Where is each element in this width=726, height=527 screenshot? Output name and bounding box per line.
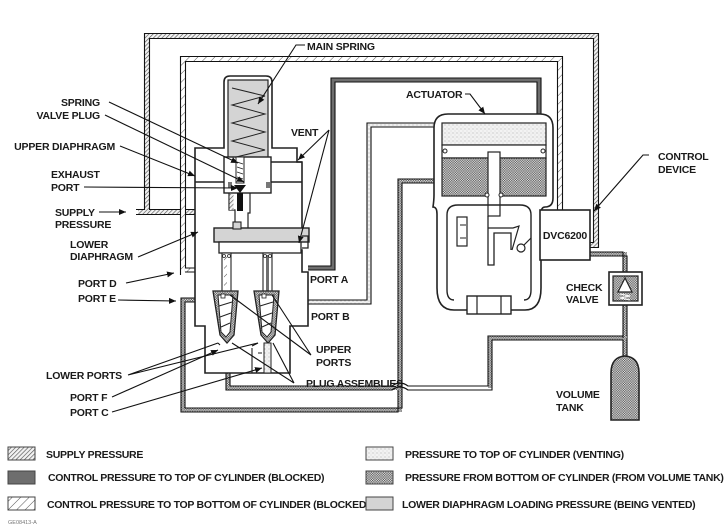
port-d-label: PORT D [78, 278, 117, 290]
port-e-label: PORT E [78, 293, 116, 305]
volume-tank-lines [180, 178, 628, 413]
supply-pressure-label-line1: SUPPLY [55, 207, 95, 219]
dvc6200-label: DVC6200 [543, 230, 587, 242]
check-valve-label-line1: CHECK [566, 282, 603, 294]
lock-up-valve-body [194, 75, 310, 374]
labels: MAIN SPRING SPRING VALVE PLUG UPPER DIAP… [14, 41, 709, 419]
volume-tank [610, 355, 640, 421]
plug-assemblies-label: PLUG ASSEMBLIES [306, 378, 403, 390]
legend-label-venting: PRESSURE TO TOP OF CYLINDER (VENTING) [405, 449, 624, 461]
upper-diaphragm-label: UPPER DIAPHRAGM [14, 141, 115, 153]
legend-swatch-supply [7, 446, 36, 461]
legend-swatch-control-top [7, 470, 36, 485]
legend-swatch-lower-diaphragm [365, 496, 394, 511]
exhaust-port-label-line1: EXHAUST [51, 169, 101, 181]
volume-tank-label-line2: TANK [556, 402, 584, 414]
actuator-label: ACTUATOR [406, 89, 463, 101]
port-a-label: PORT A [310, 274, 349, 286]
exhaust-port-label-line2: PORT [51, 182, 80, 194]
upper-ports-label-line2: PORTS [316, 357, 351, 369]
lower-diaphragm-label-line2: DIAPHRAGM [70, 251, 133, 263]
vent-label: VENT [291, 127, 319, 139]
legend-label-control-bottom: CONTROL PRESSURE TO TOP BOTTOM OF CYLIND… [47, 499, 369, 511]
control-device-label-line1: CONTROL [658, 151, 709, 163]
port-f-label: PORT F [70, 392, 108, 404]
lower-diaphragm-label-line1: LOWER [70, 239, 109, 251]
legend-swatch-volume [365, 470, 394, 485]
main-spring-label: MAIN SPRING [307, 41, 375, 53]
leader-lines [83, 44, 649, 413]
supply-pressure-line [136, 32, 600, 249]
port-b-label: PORT B [311, 311, 350, 323]
figure-code: GE08413-A [8, 520, 37, 526]
lower-ports-label: LOWER PORTS [46, 370, 122, 382]
supply-pressure-label-line2: PRESSURE [55, 219, 111, 231]
venting-line [308, 122, 434, 305]
legend-label-lower-diaphragm: LOWER DIAPHRAGM LOADING PRESSURE (BEING … [402, 499, 695, 511]
upper-ports-label-line1: UPPER [316, 344, 352, 356]
legend-label-volume: PRESSURE FROM BOTTOM OF CYLINDER (FROM V… [405, 472, 724, 484]
check-valve [608, 271, 643, 306]
dvc6200-control-device: DVC6200 [539, 209, 591, 261]
port-c-label: PORT C [70, 407, 109, 419]
legend-swatch-control-bottom [7, 496, 36, 511]
actuator [432, 113, 554, 315]
volume-tank-label-line1: VOLUME [556, 389, 600, 401]
legend-label-supply: SUPPLY PRESSURE [46, 449, 143, 461]
legend: SUPPLY PRESSURE CONTROL PRESSURE TO TOP … [7, 446, 724, 526]
valve-plug-label: VALVE PLUG [36, 110, 100, 122]
check-valve-label-line2: VALVE [566, 294, 599, 306]
legend-swatch-venting [365, 446, 394, 461]
control-device-label-line2: DEVICE [658, 164, 696, 176]
spring-label: SPRING [61, 97, 100, 109]
legend-label-control-top: CONTROL PRESSURE TO TOP OF CYLINDER (BLO… [48, 472, 324, 484]
